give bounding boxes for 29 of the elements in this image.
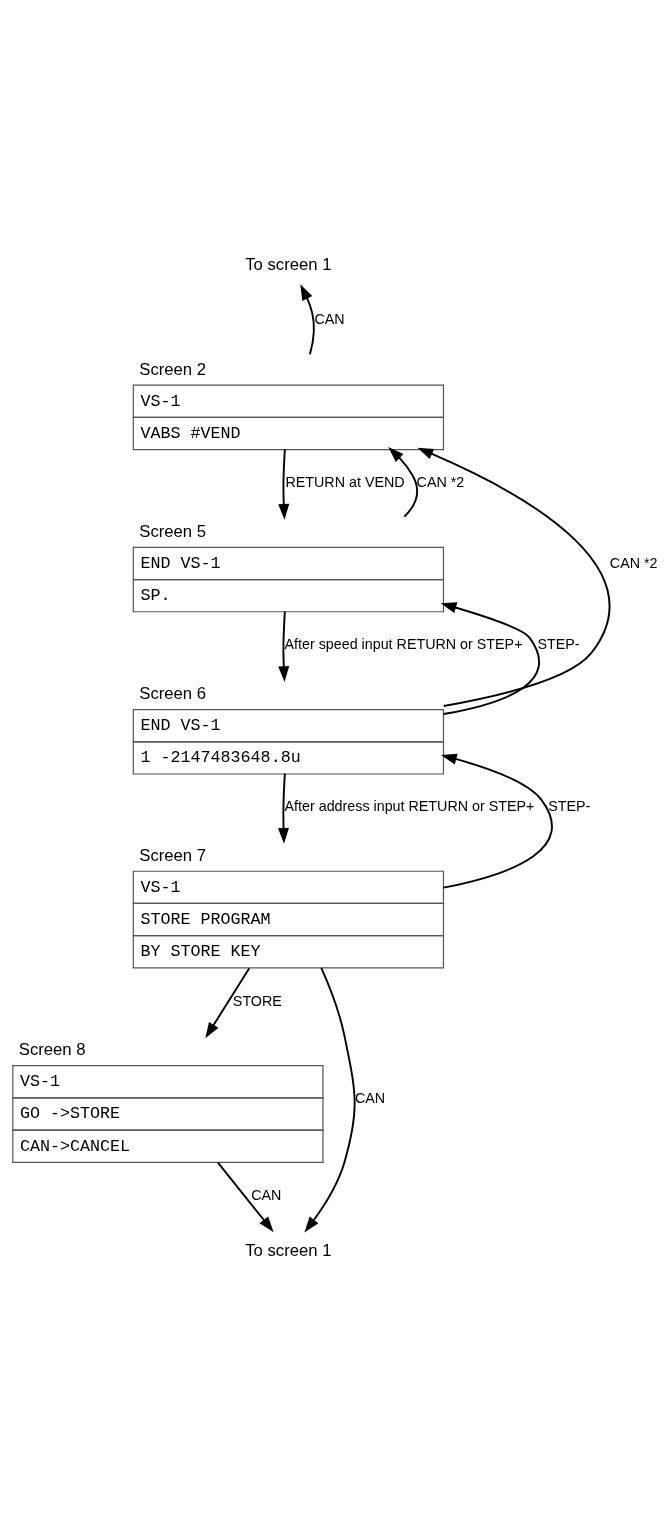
arrow	[278, 772, 290, 844]
node-label: Screen 7	[139, 845, 207, 865]
arrow	[304, 966, 356, 1232]
edge-label: STEP-	[548, 797, 591, 814]
node-label: Screen 5	[139, 521, 207, 541]
edge-label: CAN *2	[609, 554, 658, 571]
edge-label: CAN	[314, 310, 345, 327]
node-text: To screen 1	[245, 1240, 332, 1260]
arrow	[278, 447, 290, 520]
edge-label: RETURN at VEND	[285, 473, 405, 490]
arrow	[440, 601, 540, 715]
arrow	[388, 446, 419, 518]
arrow	[205, 966, 251, 1038]
node-label: Screen 2	[139, 359, 207, 379]
arrow	[300, 283, 315, 355]
edge-label: STEP-	[537, 635, 580, 652]
arrow	[278, 609, 290, 682]
node-label: Screen 6	[139, 683, 207, 703]
edge-label: After address input RETURN or STEP+	[284, 797, 535, 814]
node-text: To screen 1	[245, 254, 332, 274]
arrow	[417, 447, 611, 707]
edge-label: CAN *2	[416, 473, 465, 490]
edge-label: CAN	[355, 1089, 386, 1106]
node-label: Screen 8	[18, 1039, 86, 1059]
arrow	[217, 1161, 274, 1232]
edge-label: After speed input RETURN or STEP+	[284, 635, 523, 652]
arrow	[440, 753, 553, 889]
edge-label: CAN	[251, 1186, 282, 1203]
edge-label: STORE	[232, 992, 282, 1009]
